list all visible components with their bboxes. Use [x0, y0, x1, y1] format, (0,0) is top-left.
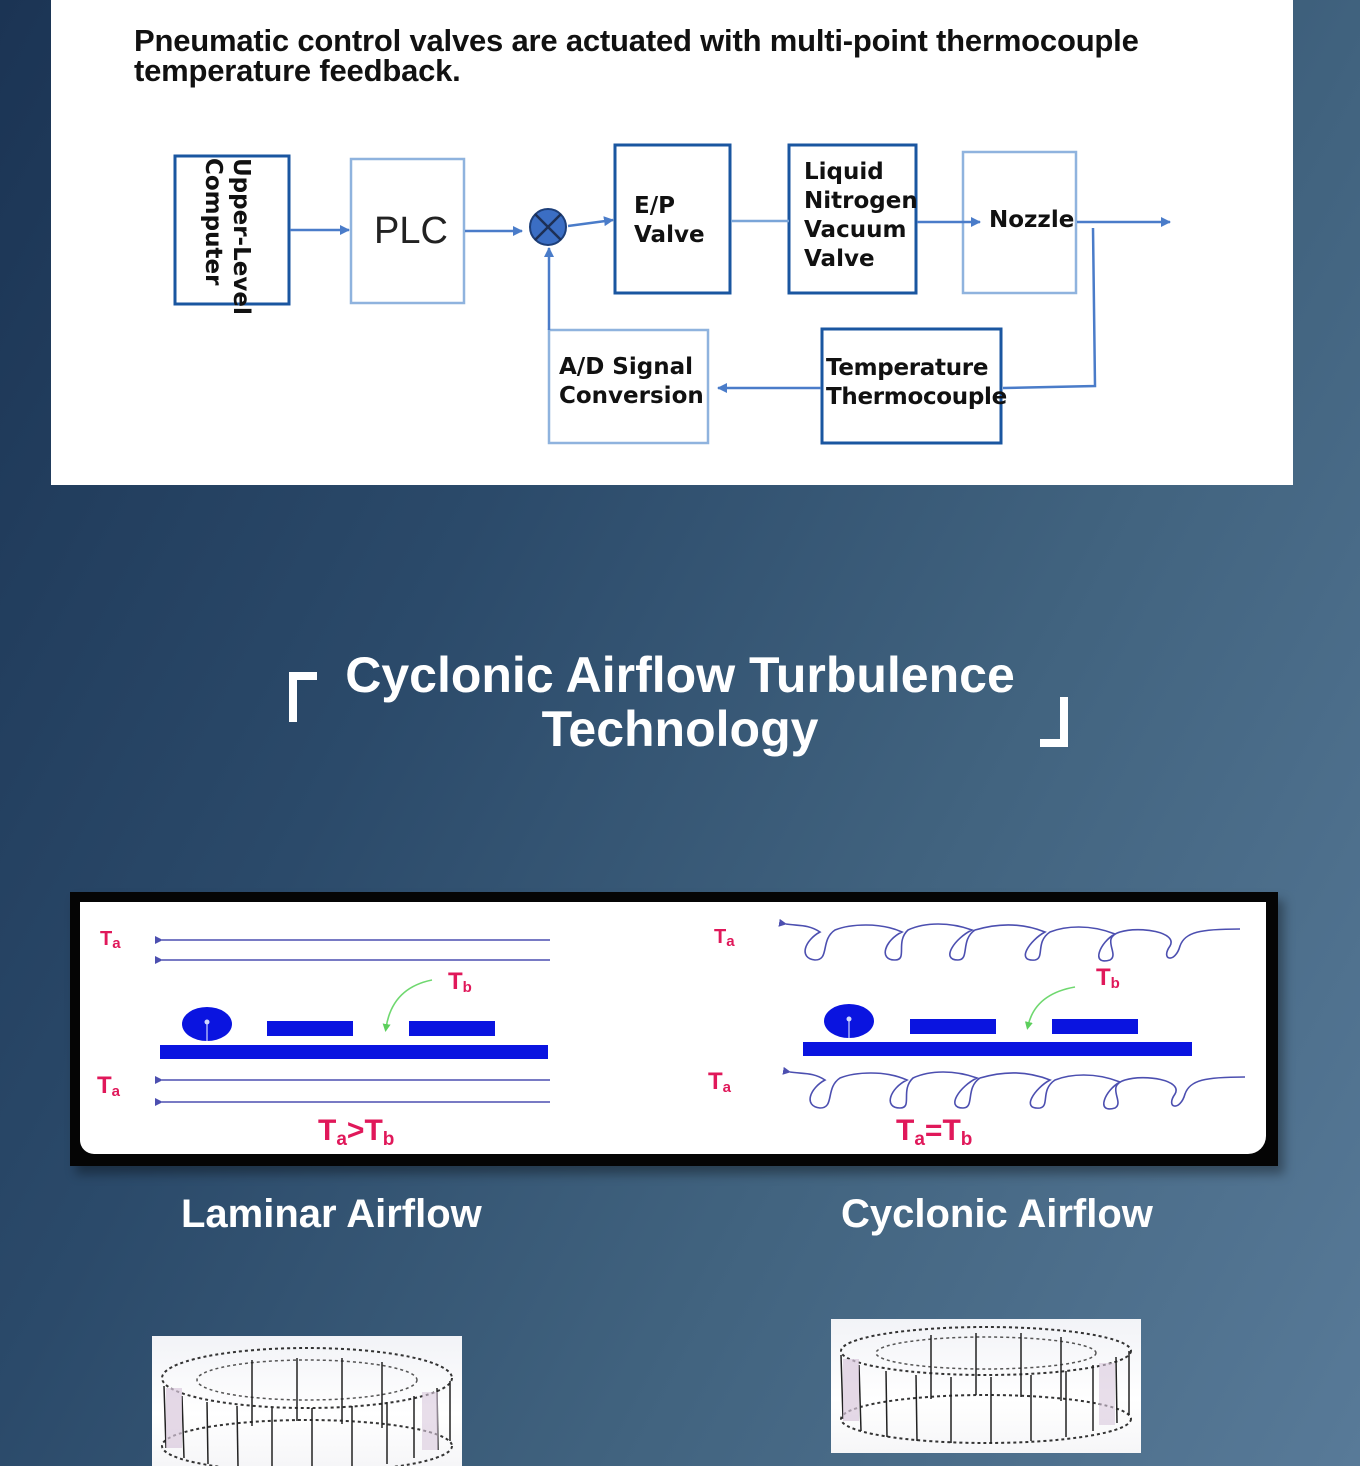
airflow-comparison-frame: Ta Tb Ta Ta>Tb Ta Tb Ta Ta=Tb [70, 892, 1278, 1166]
laminar-component-rect [267, 1021, 353, 1036]
laminar-board [160, 1045, 548, 1059]
cyclonic-airflow-caption: Cyclonic Airflow [841, 1192, 1153, 1236]
label-upper-computer-line1: Upper-Level [228, 158, 254, 315]
label-thermo-line1: Temperature [826, 355, 989, 381]
label-plc: PLC [374, 210, 448, 252]
cyclonic-relation-label: Ta=Tb [896, 1114, 973, 1150]
label-ln-valve-line4: Valve [804, 246, 875, 272]
label-nozzle: Nozzle [989, 207, 1075, 233]
cyclonic-tb-label: Tb [1096, 964, 1120, 992]
block-ep-valve [613, 143, 732, 295]
cyclonic-flow-line [782, 1066, 1246, 1110]
cyclonic-diagram [778, 918, 1246, 1110]
label-ep-valve-line2: Valve [634, 222, 705, 248]
laminar-ta-bottom-label: Ta [97, 1072, 121, 1100]
feedback-line-nozzle [1002, 227, 1097, 390]
block-nozzle [961, 150, 1078, 295]
label-thermocouple: Temperature Thermocouple [826, 354, 1007, 412]
label-ln-valve-line2: Nitrogen [804, 188, 918, 214]
fan-cage-illustration [840, 1326, 1132, 1444]
arrow-junction-to-ep [567, 216, 614, 228]
section-title-line1: Cyclonic Airflow Turbulence [345, 647, 1015, 703]
block-thermocouple [820, 327, 1003, 445]
cyclonic-flow-line [778, 918, 1241, 962]
flow-caption: Pneumatic control valves are actuated wi… [134, 23, 1139, 88]
laminar-airflow-caption: Laminar Airflow [181, 1192, 482, 1236]
section-title: Cyclonic Airflow Turbulence Technology [0, 648, 1360, 756]
block-upper-computer [173, 154, 291, 306]
close-bracket-icon [1040, 697, 1068, 747]
fan-cage-illustration [161, 1347, 453, 1466]
label-ln-valve: Liquid Nitrogen Vacuum Valve [804, 158, 918, 274]
label-upper-computer: Upper-Level Computer [199, 158, 255, 315]
airflow-comparison-canvas: Ta Tb Ta Ta>Tb Ta Tb Ta Ta=Tb [80, 902, 1266, 1154]
cyclonic-ta-top-label: Ta [714, 926, 735, 950]
label-ln-valve-line1: Liquid [804, 159, 884, 185]
block-ln-valve [787, 143, 918, 295]
cyclonic-component-rect [1052, 1019, 1138, 1034]
laminar-ta-top-label: Ta [100, 928, 121, 952]
laminar-tb-arrow [382, 979, 433, 1032]
label-ad-conversion: A/D Signal Conversion [559, 353, 704, 411]
label-upper-computer-line2: Computer [200, 158, 226, 286]
cyclonic-board [803, 1042, 1192, 1056]
cyclonic-component-pin [846, 1016, 852, 1022]
label-thermo-line2: Thermocouple [826, 384, 1007, 410]
label-ep-valve-line1: E/P [634, 193, 675, 219]
control-flow-diagram [173, 143, 1171, 445]
airflow-diagram [155, 918, 1246, 1110]
laminar-relation-label: Ta>Tb [318, 1114, 395, 1150]
laminar-component-rect [409, 1021, 495, 1036]
label-ad-line1: A/D Signal [559, 354, 693, 380]
block-ad-conversion [547, 328, 710, 445]
laminar-component-pin [204, 1019, 210, 1025]
laminar-diagram [155, 936, 550, 1106]
label-ad-line2: Conversion [559, 383, 704, 409]
section-title-line2: Technology [541, 701, 819, 757]
label-ln-valve-line3: Vacuum [804, 217, 907, 243]
fan-cage-image-right [831, 1319, 1141, 1453]
fan-cage-image-left [152, 1336, 462, 1466]
label-ep-valve: E/P Valve [634, 192, 705, 250]
circle-cross-icon [529, 208, 567, 246]
cyclonic-component-rect [910, 1019, 996, 1034]
open-bracket-icon [289, 672, 317, 722]
cyclonic-tb-arrow [1024, 986, 1076, 1030]
cyclonic-ta-bottom-label: Ta [708, 1068, 732, 1096]
block-plc [349, 157, 466, 305]
laminar-tb-label: Tb [448, 968, 472, 996]
